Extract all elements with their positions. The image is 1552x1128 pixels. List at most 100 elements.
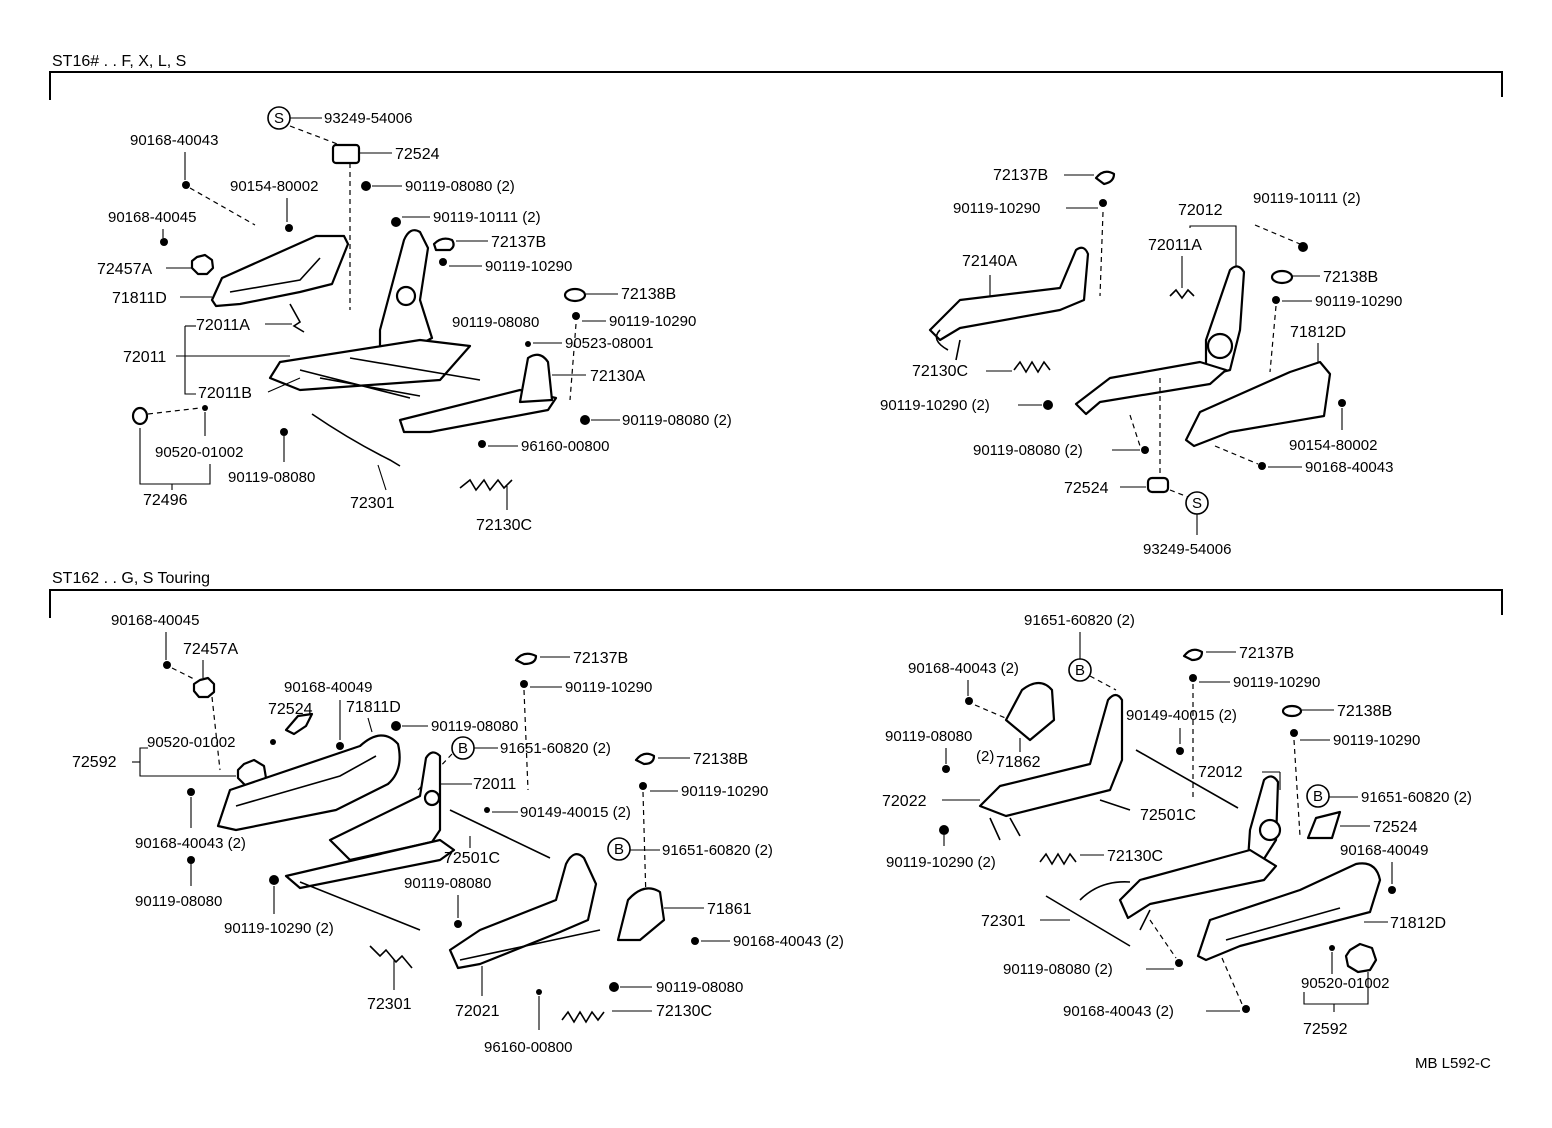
dashed-guide xyxy=(289,125,341,146)
bolt-icon xyxy=(525,341,531,347)
part-label: 72524 xyxy=(268,701,313,718)
part-72022-rail xyxy=(978,693,1124,818)
part-label: 72130C xyxy=(656,1003,712,1020)
part-label: 93249-54006 xyxy=(324,110,412,127)
spring-72130C xyxy=(459,478,513,492)
bolt-icon xyxy=(1298,242,1308,252)
part-label: 72138B xyxy=(1337,703,1392,720)
part-label: 72137B xyxy=(993,167,1048,184)
part-label: 72592 xyxy=(72,754,117,771)
part-label: 72457A xyxy=(183,641,238,658)
part-label: 72130C xyxy=(1107,848,1163,865)
b-symbol xyxy=(1068,658,1092,682)
part-label: 93249-54006 xyxy=(1143,541,1231,558)
part-label: 72592 xyxy=(1303,1021,1348,1038)
part-label: 71812D xyxy=(1290,324,1346,341)
part-label: 72022 xyxy=(882,793,927,810)
cable-72301 xyxy=(1045,895,1131,947)
bolt-icon xyxy=(572,312,580,320)
part-label: 90119-10290 xyxy=(1333,732,1420,749)
part-label: 72496 xyxy=(143,492,188,509)
part-seat-rail-left xyxy=(268,338,472,392)
part-label: 72501C xyxy=(1140,807,1196,824)
spring-72011A xyxy=(1169,288,1195,300)
bolt-icon xyxy=(1329,945,1335,951)
bolt-icon xyxy=(187,788,195,796)
part-label: 90168-40043 (2) xyxy=(1063,1003,1174,1020)
part-label: 90119-08080 (2) xyxy=(973,442,1083,459)
bolt-icon xyxy=(639,782,647,790)
part-72137B xyxy=(1182,648,1204,662)
bolt-icon xyxy=(1258,462,1266,470)
part-72524 xyxy=(284,712,314,736)
part-72457A-knob xyxy=(192,676,216,699)
rod-72501C xyxy=(1135,749,1239,809)
part-label: 72457A xyxy=(97,261,152,278)
b-symbol xyxy=(607,837,631,861)
bolt-icon xyxy=(536,989,542,995)
part-label: 72011 xyxy=(473,776,516,793)
section-title-bottom: ST162 . . G, S Touring xyxy=(52,570,210,587)
part-lower-rail-left xyxy=(398,388,558,434)
part-label: 90168-40045 xyxy=(111,612,199,629)
svg-text:B: B xyxy=(458,740,468,757)
part-label: 90119-10111 (2) xyxy=(433,209,541,226)
part-label: 90168-40049 xyxy=(1340,842,1428,859)
drawing-code: MB L592-C xyxy=(1415,1055,1491,1072)
part-72524 xyxy=(331,143,361,165)
part-label: 90154-80002 xyxy=(1289,437,1377,454)
part-label: 72501C xyxy=(444,850,500,867)
part-label: 72011B xyxy=(198,385,252,402)
section-frame-top xyxy=(49,71,1503,100)
part-label: 72012 xyxy=(1198,764,1243,781)
part-label: 72524 xyxy=(1064,480,1109,497)
part-label: 71811D xyxy=(346,699,401,716)
part-label: 72130C xyxy=(912,363,968,380)
part-72524 xyxy=(1146,476,1170,494)
bolt-icon xyxy=(187,856,195,864)
part-label: 90119-08080 xyxy=(885,728,972,745)
top-left-assembly: S 93249-54006 72524 90168-40043 90154-80… xyxy=(97,106,732,534)
bolt-icon xyxy=(391,721,401,731)
part-label: 90119-08080 xyxy=(404,875,491,892)
svg-text:B: B xyxy=(1075,662,1085,679)
part-label: 90119-08080 (2) xyxy=(405,178,515,195)
part-label: 90119-10290 xyxy=(485,258,572,275)
part-label: 71862 xyxy=(996,754,1041,771)
part-72012-arm xyxy=(1246,775,1280,864)
bolt-icon xyxy=(336,742,344,750)
part-label: 90119-08080 xyxy=(228,469,315,486)
section-title-top: ST16# . . F, X, L, S xyxy=(52,53,186,70)
part-label: 90119-10290 (2) xyxy=(886,854,996,871)
bolt-icon xyxy=(269,875,279,885)
bolt-icon xyxy=(1043,400,1053,410)
part-seat-rail xyxy=(284,838,456,890)
bolt-icon xyxy=(520,680,528,688)
part-label: 90168-40043 (2) xyxy=(908,660,1019,677)
part-label: 72011A xyxy=(1148,237,1202,254)
svg-text:S: S xyxy=(1192,495,1202,512)
bolt-icon xyxy=(1290,729,1298,737)
part-72592-knob xyxy=(1344,942,1378,974)
bottom-left-assembly: 90168-40045 72457A 72137B 90119-10290 90… xyxy=(72,612,844,1056)
part-label: 71811D xyxy=(112,290,167,307)
part-label: 90119-10290 xyxy=(1315,293,1402,310)
part-label: 90119-10290 xyxy=(609,313,696,330)
bolt-icon xyxy=(391,217,401,227)
part-label: 90149-40015 (2) xyxy=(1126,707,1237,724)
part-label: 96160-00800 xyxy=(521,438,609,455)
part-label: 90119-10290 xyxy=(1233,674,1320,691)
s-symbol-letter: S xyxy=(274,110,284,127)
part-label: 90520-01002 xyxy=(147,734,235,751)
bolt-icon xyxy=(484,807,490,813)
bolt-icon xyxy=(361,181,371,191)
part-label: 90168-40045 xyxy=(108,209,196,226)
part-72140A-rail xyxy=(928,246,1090,342)
svg-text:B: B xyxy=(614,841,624,858)
bolt-icon xyxy=(942,765,950,773)
bolt-icon xyxy=(1388,886,1396,894)
part-72137B xyxy=(1094,170,1116,186)
part-label: 72021 xyxy=(455,1003,500,1020)
part-label: 72130A xyxy=(590,368,645,385)
